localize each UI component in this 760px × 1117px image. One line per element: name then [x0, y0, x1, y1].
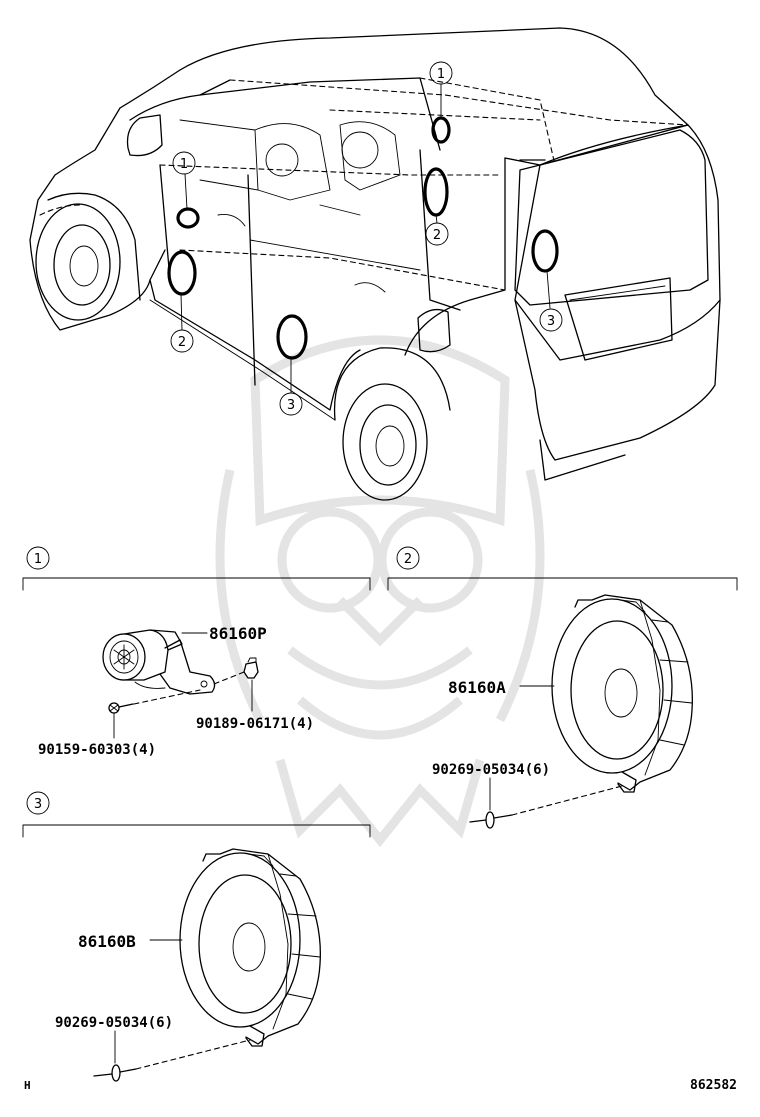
install-line: [133, 689, 201, 705]
clip-icon: [243, 657, 259, 679]
speaker-86160A-drawing: [551, 594, 693, 793]
svg-text:1: 1: [180, 157, 188, 172]
part-number-86160P: 86160P: [209, 624, 267, 643]
group-3-section: 3: [22, 791, 371, 838]
speaker-location-front-door-right: [423, 167, 449, 217]
part-number-90189-06171: 90189-06171(4): [196, 716, 314, 732]
callout-marker: 3: [279, 392, 303, 416]
illustration-number: 862582: [690, 1078, 737, 1093]
speaker-86160B-drawing: [179, 848, 321, 1047]
group-1-ref: 1: [34, 552, 42, 567]
callout-marker: 1: [172, 151, 196, 175]
speaker-location-tweeter-front: [176, 207, 200, 229]
screw-icon: [469, 811, 513, 829]
svg-text:2: 2: [433, 228, 441, 243]
screw-icon: [93, 1064, 137, 1082]
footer-left-code: H: [24, 1079, 31, 1092]
group-1-section: 1: [22, 546, 371, 591]
install-line: [135, 1039, 251, 1070]
tweeter-assembly: [102, 629, 216, 695]
install-line: [511, 785, 623, 816]
vehicle-illustration: [29, 27, 721, 501]
part-number-90269-05034-b: 90269-05034(6): [55, 1015, 173, 1031]
group-2-section: 2: [387, 546, 738, 591]
callout-marker: 2: [170, 329, 194, 353]
svg-text:2: 2: [178, 335, 186, 350]
group-3-ref: 3: [34, 797, 42, 812]
speaker-location-tweeter-rear: [431, 116, 451, 144]
speaker-location-front-door-left: [167, 250, 197, 296]
svg-text:3: 3: [287, 398, 295, 413]
svg-text:3: 3: [547, 314, 555, 329]
part-number-90269-05034-a: 90269-05034(6): [432, 762, 550, 778]
callout-marker: 2: [425, 222, 449, 246]
screw-icon: [108, 702, 134, 714]
speaker-location-rear-door-left: [276, 314, 308, 360]
svg-text:1: 1: [437, 67, 445, 82]
group-2-ref: 2: [404, 552, 412, 567]
callout-marker: 3: [539, 308, 563, 332]
part-number-86160B: 86160B: [78, 932, 136, 951]
install-line: [213, 671, 245, 685]
part-number-90159-60303: 90159-60303(4): [38, 742, 156, 758]
callout-marker: 1: [429, 61, 453, 85]
part-number-86160A: 86160A: [448, 678, 506, 697]
speaker-location-rear-door-right: [531, 229, 559, 273]
crest-watermark-icon: [215, 335, 545, 848]
